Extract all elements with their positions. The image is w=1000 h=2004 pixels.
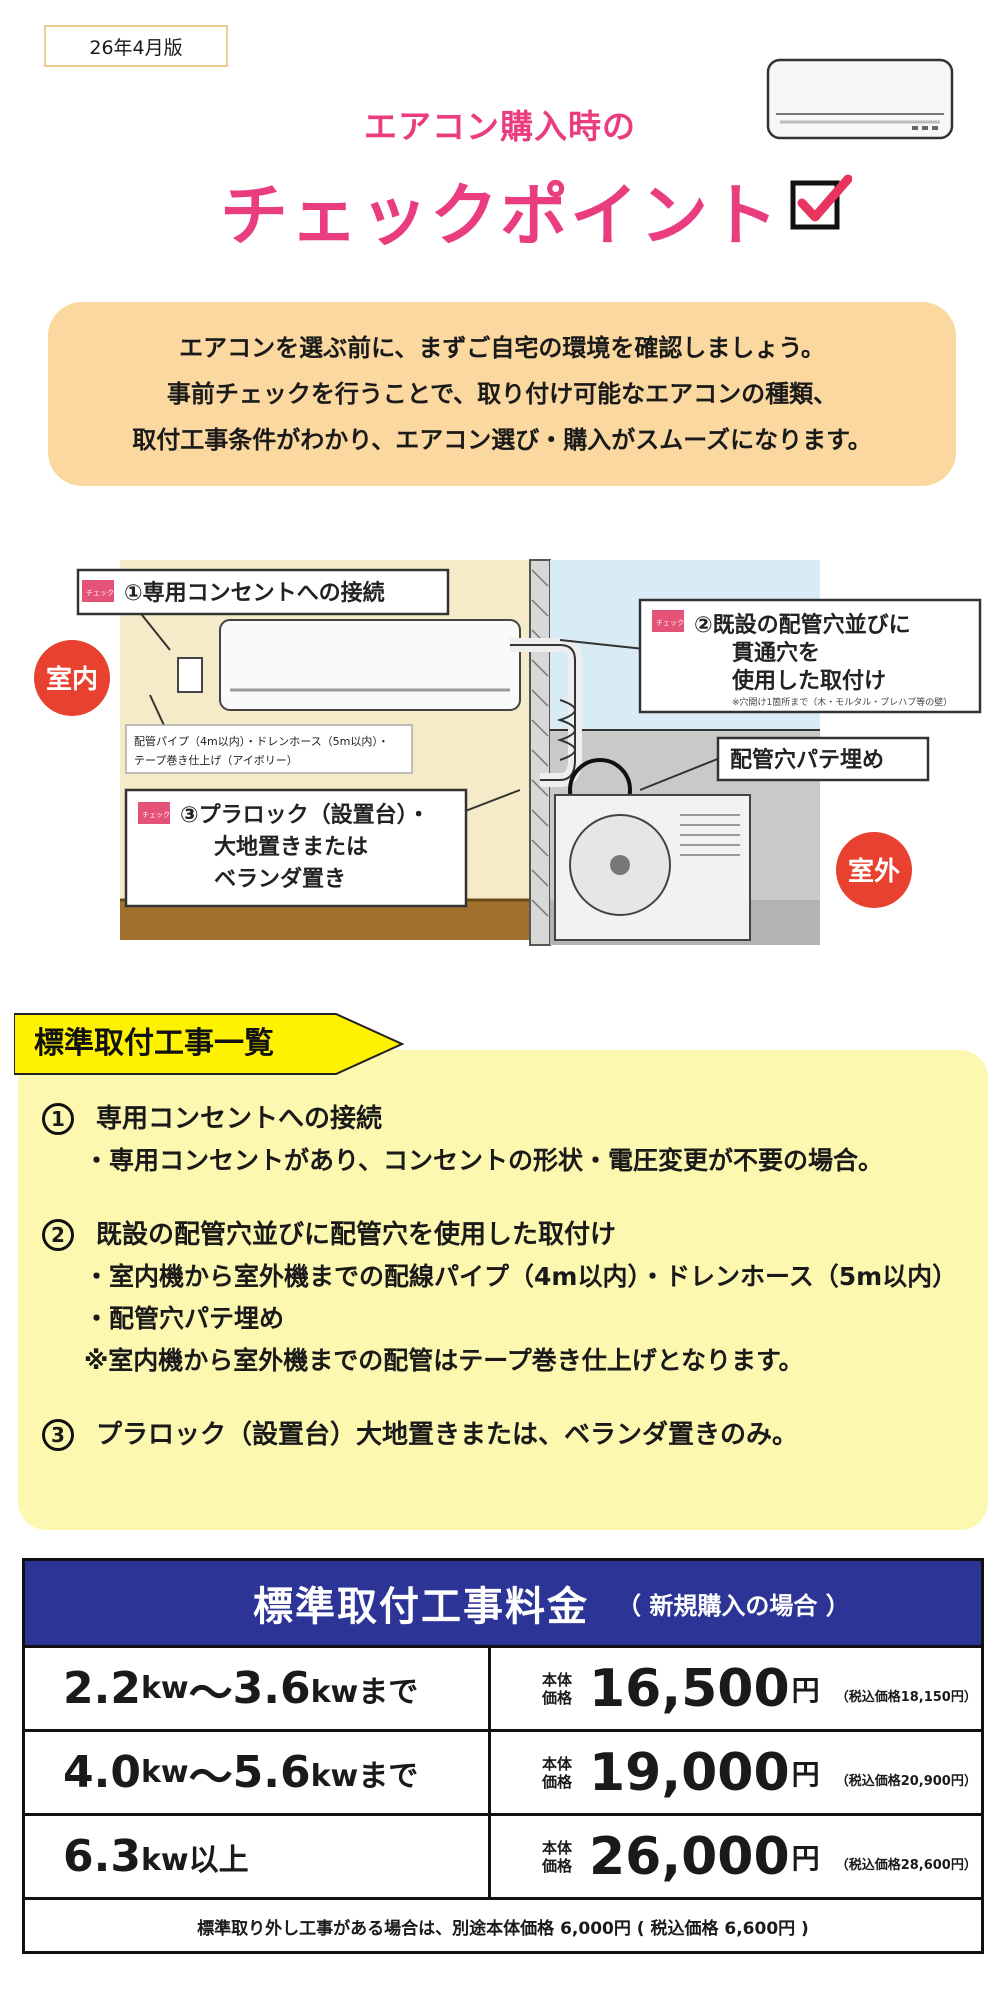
putty-label: 配管穴パテ埋め: [730, 747, 884, 773]
item-title: 専用コンセントへの接続: [96, 1104, 383, 1134]
fee-table-header: 標準取付工事料金 （ 新規購入の場合 ）: [25, 1561, 981, 1645]
base-price-label-1: 本体: [541, 1670, 572, 1689]
item-title: 既設の配管穴並びに配管穴を使用した取付け: [96, 1220, 617, 1250]
base-price-label: 本体価格: [535, 1839, 579, 1875]
yen-unit: 円: [791, 1757, 820, 1791]
capacity-from: 2.2: [63, 1663, 141, 1714]
hero-subtitle: エアコン購入時の: [0, 100, 1000, 148]
intro-line: 事前チェックを行うことで、取り付け可能なエアコンの種類、: [166, 380, 838, 408]
callout-2-line: 貫通穴を: [732, 640, 820, 666]
edition-label: 26年4月版: [44, 25, 228, 67]
standard-work-title: 標準取付工事一覧: [34, 1026, 274, 1061]
base-price-label: 本体価格: [535, 1671, 579, 1707]
callout-2-line: 使用した取付け: [731, 669, 886, 694]
callout-1: ①専用コンセントへの接続: [124, 580, 385, 606]
intro-box: エアコンを選ぶ前に、まずご自宅の環境を確認しましょう。 事前チェックを行うことで…: [48, 302, 956, 486]
capacity-unit: kw: [140, 1755, 189, 1790]
air-conditioner-icon: [766, 58, 954, 140]
check-tag-2: チェック ポイント: [656, 619, 714, 627]
installation-diagram: 室内 室外 チェック ポイント チェック ポイント チェック ポイント ①専用コ…: [34, 559, 982, 946]
base-price-label-2: 価格: [541, 1772, 572, 1791]
pipe-note-line: 配管パイプ（4m以内）・ドレンホース（5m以内）・: [134, 734, 389, 748]
capacity-unit: kw: [140, 1671, 189, 1706]
tax-inclusive-price: （税込価格20,900円）: [835, 1774, 977, 1789]
page-title: チェックポイント: [219, 177, 780, 256]
base-price-label-1: 本体: [541, 1754, 572, 1773]
list-item: 3 プラロック（設置台）大地置きまたは、ベランダ置きのみ。: [42, 1414, 992, 1456]
item-line: ・専用コンセントがあり、コンセントの形状・電圧変更が不要の場合。: [84, 1146, 884, 1175]
base-price-label: 本体価格: [535, 1755, 579, 1791]
indoor-badge: 室内: [46, 664, 98, 695]
price-amount: 19,000: [589, 1742, 790, 1803]
item-number: 3: [42, 1419, 74, 1451]
outdoor-badge: 室外: [848, 856, 900, 887]
item-title: プラロック（設置台）大地置きまたは、ベランダ置きのみ。: [96, 1420, 799, 1450]
capacity-unit: kw以上: [140, 1842, 249, 1878]
capacity-to: 3.6: [232, 1663, 311, 1714]
yen-unit: 円: [791, 1841, 820, 1875]
item-line: ※室内機から室外機までの配管はテープ巻き仕上げとなります。: [84, 1346, 804, 1375]
list-item: 2 既設の配管穴並びに配管穴を使用した取付け ・室内機から室外機までの配線パイプ（…: [42, 1214, 992, 1382]
subtitle-text: エアコン購入時: [364, 107, 602, 146]
title-row: チェックポイント: [0, 160, 1000, 256]
callout-2-note: ※穴開け1箇所まで（木・モルタル・プレハブ等の壁）: [732, 696, 952, 708]
callout-2-line: ②既設の配管穴並びに: [694, 612, 911, 638]
capacity-unit: kwまで: [310, 1674, 419, 1710]
check-tag-1: チェック ポイント: [86, 589, 144, 597]
capacity-sep: 〜: [188, 1667, 233, 1719]
list-item: 1 専用コンセントへの接続 ・専用コンセントがあり、コンセントの形状・電圧変更が不…: [42, 1098, 992, 1182]
base-price-label-1: 本体: [541, 1838, 572, 1857]
standard-work-list: 1 専用コンセントへの接続 ・専用コンセントがあり、コンセントの形状・電圧変更が不…: [42, 1098, 992, 1488]
fee-footer-note: 標準取り外し工事がある場合は、別途本体価格 6,000円 ( 税込価格 6,60…: [25, 1897, 981, 1953]
intro-line: 取付工事条件がわかり、エアコン選び・購入がスムーズになります。: [132, 426, 872, 454]
item-line: ・配管穴パテ埋め: [84, 1304, 285, 1333]
base-price-label-2: 価格: [541, 1688, 572, 1707]
tax-inclusive-price: （税込価格28,600円）: [835, 1858, 977, 1873]
intro-line: エアコンを選ぶ前に、まずご自宅の環境を確認しましょう。: [179, 334, 825, 362]
capacity-sep: 〜: [188, 1751, 233, 1803]
capacity-to: 5.6: [232, 1747, 311, 1798]
callout-3-line: ベランダ置き: [214, 866, 346, 892]
tax-inclusive-price: （税込価格18,150円）: [835, 1690, 977, 1705]
base-price-label-2: 価格: [541, 1856, 572, 1875]
item-number: 2: [42, 1219, 74, 1251]
callout-3-line: ③プラロック（設置台）・: [180, 802, 430, 828]
standard-work-panel: [18, 1050, 988, 1530]
capacity-unit: kwまで: [310, 1758, 419, 1794]
item-number: 1: [42, 1103, 74, 1135]
fee-note: （ 新規購入の場合 ）: [617, 1591, 850, 1620]
arrow-tag-icon: [14, 1013, 404, 1075]
checkmark-box-icon: [790, 174, 852, 230]
fee-title: 標準取付工事料金: [253, 1584, 589, 1630]
price-amount: 16,500: [589, 1658, 790, 1719]
capacity-from: 4.0: [63, 1747, 141, 1798]
capacity-from: 6.3: [63, 1831, 141, 1882]
yen-unit: 円: [791, 1673, 820, 1707]
item-line: ・室内機から室外機までの配線パイプ（4m以内）・ドレンホース（5m以内）: [84, 1262, 958, 1291]
pipe-note-line: テープ巻き仕上げ（アイボリー）: [134, 754, 298, 767]
check-tag-3: チェック ポイント: [142, 811, 200, 819]
callout-3-line: 大地置きまたは: [214, 835, 368, 860]
standard-work-heading: 標準取付工事一覧: [14, 1010, 404, 1078]
price-amount: 26,000: [589, 1826, 790, 1887]
subtitle-particle: の: [602, 107, 636, 146]
